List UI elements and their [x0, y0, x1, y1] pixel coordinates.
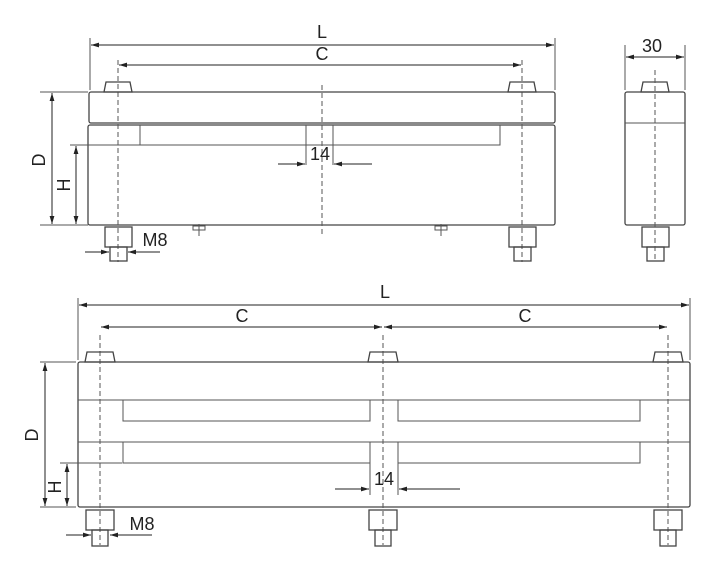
width-label: 30: [642, 36, 662, 56]
side-view: 30: [624, 36, 686, 262]
depth-label: D: [29, 154, 49, 167]
nuts: [104, 226, 537, 262]
thread-label: M8: [142, 230, 167, 250]
height-label: H: [54, 179, 74, 192]
top-plate: [88, 91, 556, 124]
depth-label: D: [22, 429, 42, 442]
bottom-view: L C C D H 14 M8: [22, 282, 691, 547]
thread-label: M8: [129, 514, 154, 534]
center-label: C: [316, 44, 329, 64]
center-right-label: C: [519, 306, 532, 326]
length-label: L: [317, 22, 327, 42]
gap-label: 14: [374, 469, 394, 489]
gap-label: 14: [310, 144, 330, 164]
length-label: L: [380, 282, 390, 302]
top-view: L C D H 14 M8: [29, 22, 556, 262]
bolt-heads: [103, 81, 537, 93]
height-label: H: [45, 481, 65, 494]
center-left-label: C: [236, 306, 249, 326]
